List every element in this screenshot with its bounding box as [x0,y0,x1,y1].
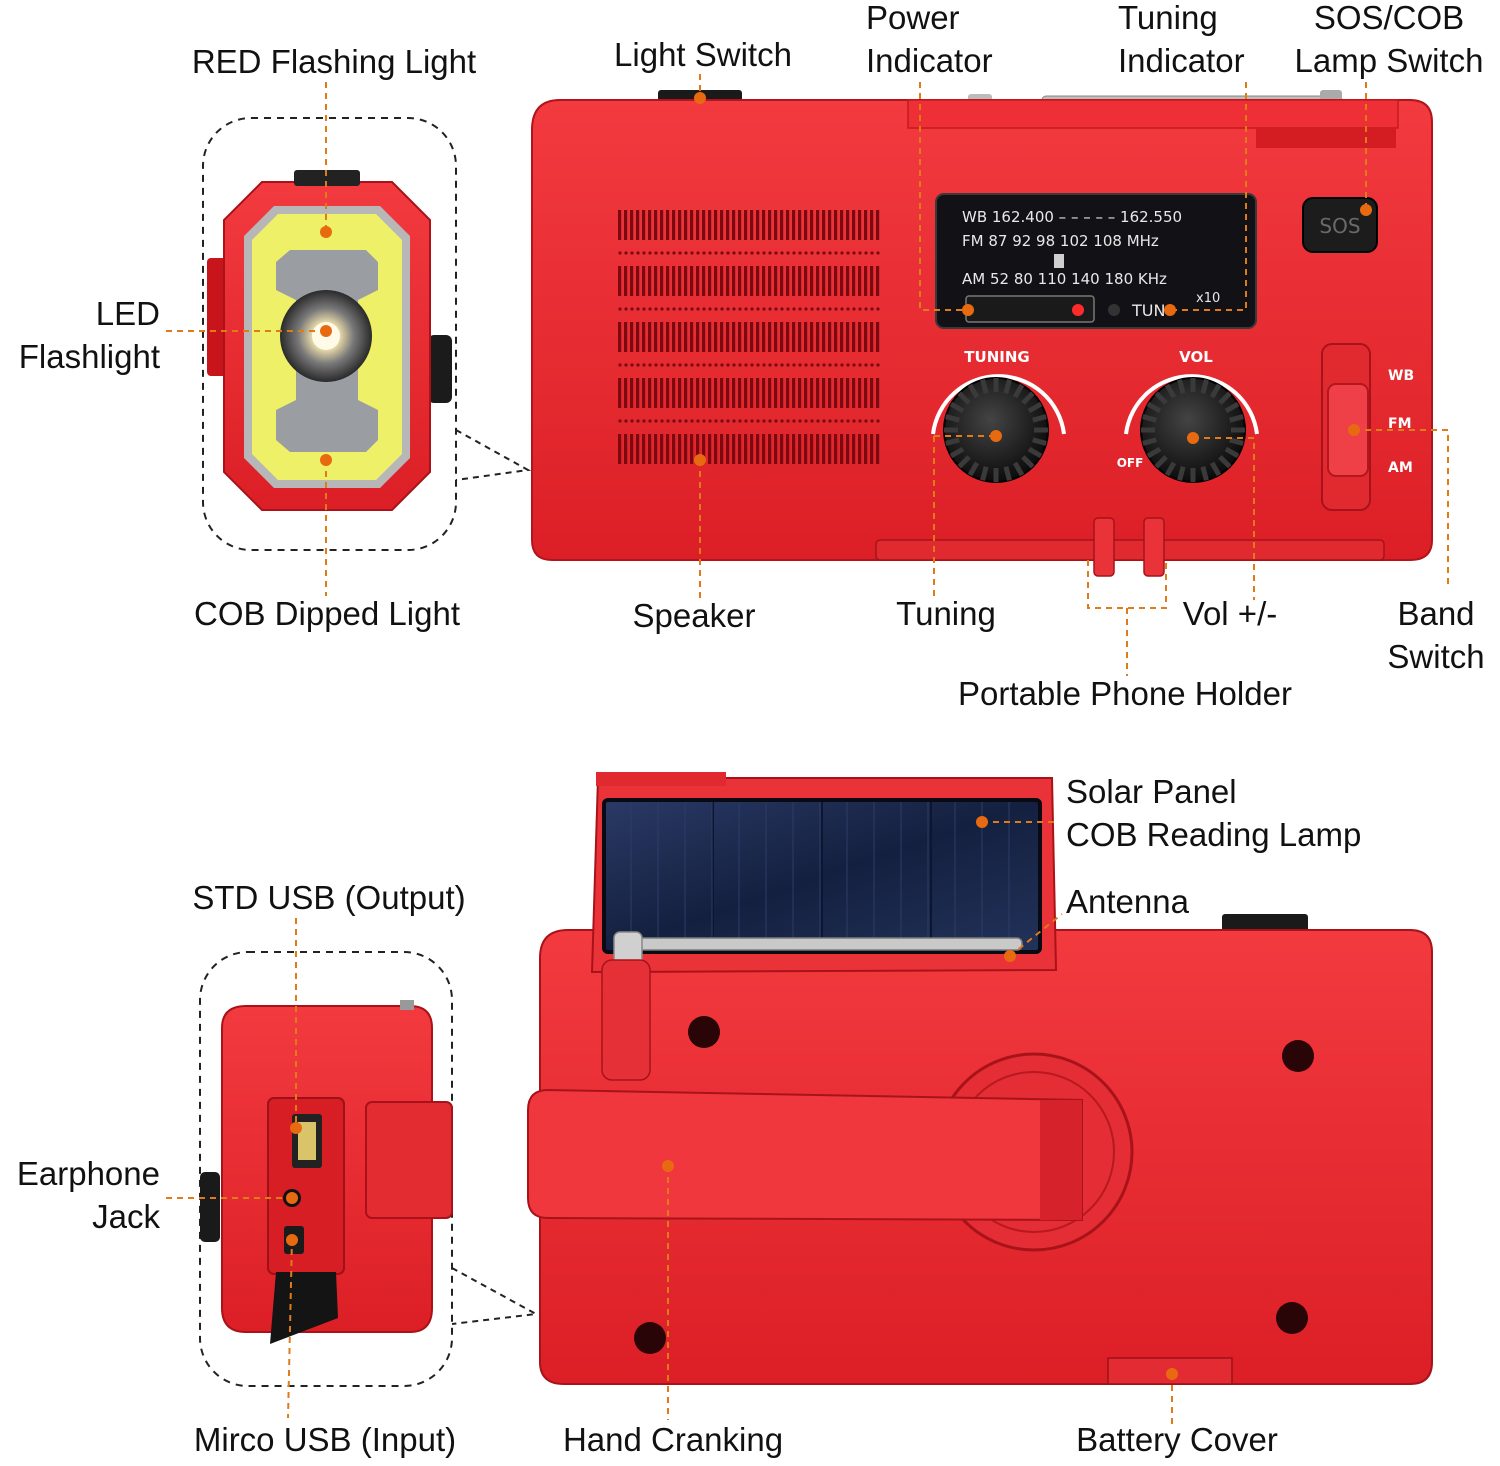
callout-dots [286,92,1372,1380]
band-wb-label: WB [1388,368,1414,384]
callout-dot [1004,950,1016,962]
label-tuning: Tuning [896,595,996,632]
label-led-flashlight: LED Flashlight [0,292,160,378]
callout-dot [1164,304,1176,316]
off-label: OFF [1117,456,1144,470]
speaker-grille [618,210,880,464]
callout-dot [990,430,1002,442]
label-vol: Vol +/- [1182,595,1278,632]
callout-dot [320,454,332,466]
label-battery-cover: Battery Cover [1076,1421,1278,1458]
callout-dot [962,304,974,316]
label-std-usb-output: STD USB (Output) [192,879,466,916]
callout-dot [320,226,332,238]
radio-front-view [531,90,1433,577]
dial-x10: x10 [1196,291,1220,306]
callout-dot [320,325,332,337]
callout-dot [694,454,706,466]
callout-dot [662,1160,674,1172]
callout-dot [1348,424,1360,436]
radio-side-view [199,951,453,1387]
label-earphone-jack: Earphone Jack [0,1152,160,1238]
label-cob-reading-lamp: COB Reading Lamp [1066,816,1362,853]
callout-dot [1166,1368,1178,1380]
label-power-indicator-line2: Indicator [866,42,993,79]
callout-dot [1360,204,1372,216]
label-band-switch-line2: Switch [1387,638,1485,675]
label-sos-cob-line1: SOS/COB [1313,0,1465,36]
tuning-knob-label: TUNING [964,348,1029,366]
callout-dot [286,1192,298,1204]
callout-dot [976,816,988,828]
label-solar-panel: Solar Panel [1066,773,1237,810]
callout-dot [290,1122,302,1134]
dial-display: WB 162.400 – – – – – 162.550 FM 87 92 98… [962,208,1220,320]
dial-am-scale: AM 52 80 110 140 180 KHz [962,270,1167,288]
label-hand-cranking: Hand Cranking [562,1421,784,1458]
label-tuning-indicator: Tuning Indicator [1118,0,1278,82]
label-speaker: Speaker [632,597,756,634]
leader-lines [166,74,1449,1424]
label-power-indicator-line1: Power [866,0,960,36]
callout-dot [1187,432,1199,444]
vol-knob-label: VOL [1179,348,1213,366]
dial-wb-scale: WB 162.400 – – – – – 162.550 [962,208,1182,226]
hand-crank-handle [527,1088,1083,1222]
flashlight-detail-frame [202,117,457,551]
callout-dot [286,1234,298,1246]
label-earphone-jack-line2: Jack [92,1198,160,1235]
label-power-indicator: Power Indicator [866,0,1026,82]
side-detail-frame [199,951,453,1387]
callout-dot [694,92,706,104]
label-band-switch-line1: Band [1397,595,1475,632]
label-sos-cob-line2: Lamp Switch [1294,42,1484,79]
label-portable-phone-holder: Portable Phone Holder [958,675,1292,712]
label-led-flashlight-line1: LED [95,295,160,332]
label-cob-dipped-light: COB Dipped Light [194,595,460,632]
dial-fm-scale: FM 87 92 98 102 108 MHz [962,232,1159,250]
dial-tun: TUN [1131,301,1165,320]
connector-lines [451,429,540,1325]
label-antenna: Antenna [1066,883,1189,920]
label-band-switch: Band Switch [1376,592,1496,678]
sos-button-label: SOS [1319,214,1360,238]
label-micro-usb-input: Mirco USB (Input) [193,1421,457,1458]
label-tuning-indicator-line1: Tuning [1118,0,1218,36]
label-earphone-jack-line1: Earphone [16,1155,160,1192]
label-red-flashing-light: RED Flashing Light [191,43,477,80]
band-fm-label: FM [1388,416,1412,432]
label-tuning-indicator-line2: Indicator [1118,42,1245,79]
label-sos-cob-lamp-switch: SOS/COB Lamp Switch [1282,0,1496,82]
band-am-label: AM [1388,460,1413,476]
label-led-flashlight-line2: Flashlight [18,338,160,375]
label-light-switch: Light Switch [614,36,792,73]
radio-back-view [527,772,1433,1385]
